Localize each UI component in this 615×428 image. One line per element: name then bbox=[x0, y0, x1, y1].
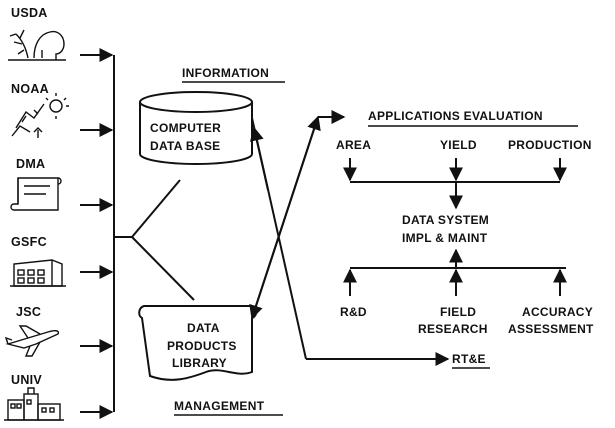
applications-item-area: AREA bbox=[336, 138, 371, 152]
library-label-line3: LIBRARY bbox=[172, 356, 227, 370]
source-label-dma: DMA bbox=[16, 157, 45, 171]
data-system-label-line1: DATA SYSTEM bbox=[402, 213, 489, 227]
applications-item-production: PRODUCTION bbox=[508, 138, 592, 152]
applications-item-yield: YIELD bbox=[440, 138, 477, 152]
management-heading: MANAGEMENT bbox=[174, 399, 265, 413]
source-label-usda: USDA bbox=[11, 6, 48, 20]
information-heading: INFORMATION bbox=[182, 66, 269, 80]
research-item-accuracy-line2: ASSESSMENT bbox=[508, 322, 594, 336]
source-label-jsc: JSC bbox=[16, 305, 41, 319]
data-products-library-document: DATA PRODUCTS LIBRARY bbox=[138, 305, 258, 381]
research-item-accuracy-line1: ACCURACY bbox=[522, 305, 593, 319]
applications-heading: APPLICATIONS EVALUATION bbox=[368, 109, 543, 123]
arrow-to-database-head bbox=[249, 126, 269, 191]
map-scroll-icon bbox=[10, 177, 62, 211]
source-label-gsfc: GSFC bbox=[11, 235, 47, 249]
weather-satellite-icon bbox=[11, 93, 69, 138]
fork-to-database bbox=[131, 179, 181, 238]
fork-to-library bbox=[131, 236, 195, 301]
building-icon bbox=[10, 259, 66, 287]
source-label-noaa: NOAA bbox=[11, 82, 49, 96]
library-label-line2: PRODUCTS bbox=[167, 339, 237, 353]
arrow-to-library bbox=[249, 116, 319, 320]
rte-label: RT&E bbox=[452, 352, 486, 366]
computer-database-cylinder: COMPUTER DATA BASE bbox=[139, 91, 253, 165]
research-item-field-line1: FIELD bbox=[440, 305, 476, 319]
tree-animal-icon bbox=[8, 29, 66, 61]
source-label-univ: UNIV bbox=[11, 373, 42, 387]
research-item-rd: R&D bbox=[340, 305, 367, 319]
airplane-icon bbox=[4, 325, 60, 357]
database-label-line2: DATA BASE bbox=[150, 139, 220, 153]
campus-buildings-icon bbox=[4, 387, 64, 421]
data-system-label-line2: IMPL & MAINT bbox=[402, 231, 488, 245]
database-label-line1: COMPUTER bbox=[150, 121, 221, 135]
library-label-line1: DATA bbox=[187, 321, 220, 335]
research-item-field-line2: RESEARCH bbox=[418, 322, 488, 336]
